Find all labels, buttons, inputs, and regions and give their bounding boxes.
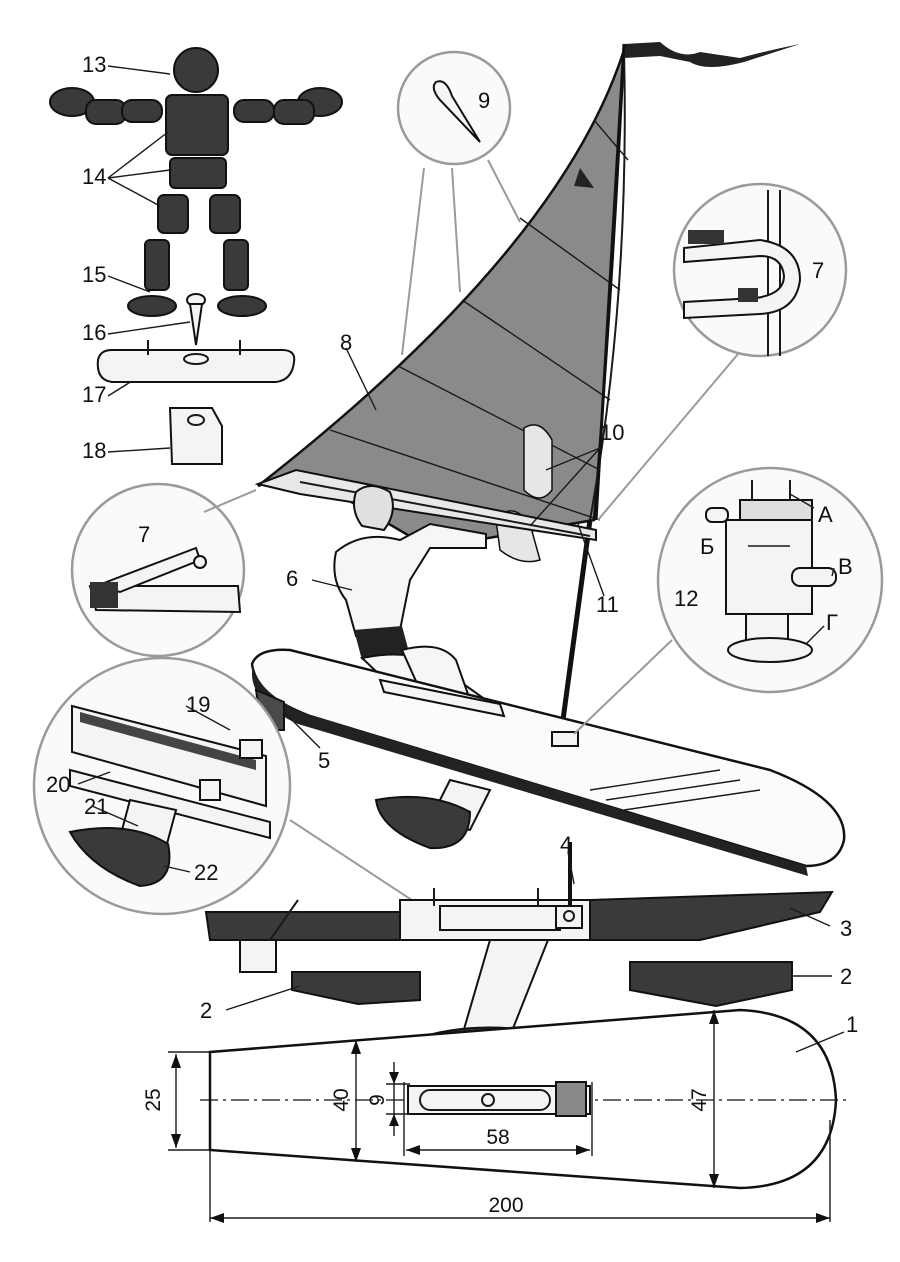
leader-lines-figure: [107, 65, 191, 453]
dim-total-length: 200: [488, 1194, 523, 1217]
callout-boom-end: [70, 482, 257, 658]
label-22: 22: [194, 860, 218, 885]
label-13: 13: [82, 52, 106, 77]
callout-mast-step: [573, 466, 884, 735]
label-8: 8: [340, 330, 352, 355]
label-19: 19: [186, 692, 210, 717]
label-1: 1: [846, 1012, 858, 1037]
label-b: Б: [700, 534, 714, 559]
label-17: 17: [82, 382, 106, 407]
figure-doll: [49, 47, 343, 317]
board-side-view: [204, 842, 834, 1058]
callout-boom-clamp: [597, 182, 848, 521]
label-15: 15: [82, 262, 106, 287]
label-5: 5: [318, 748, 330, 773]
label-7-left: 7: [138, 522, 150, 547]
sail: [257, 42, 800, 743]
label-21: 21: [84, 794, 108, 819]
label-v: В: [838, 554, 853, 579]
board-perspective: [250, 648, 846, 876]
stand-block: [168, 407, 223, 465]
callout-centerboard: [32, 656, 431, 916]
label-2-right: 2: [840, 964, 852, 989]
callout-batten: [396, 50, 521, 356]
label-16: 16: [82, 320, 106, 345]
dim-slot-width: 9: [366, 1094, 389, 1106]
part-labels: 13 14 15 16 17 18 9 8 7 10 7 6 11 12 А Б…: [46, 52, 858, 1037]
label-4: 4: [560, 832, 572, 857]
dim-stern-width: 25: [142, 1088, 165, 1111]
dim-mid-width: 40: [330, 1088, 353, 1111]
label-12: 12: [674, 586, 698, 611]
dimension-lines: [171, 1010, 830, 1223]
label-20: 20: [46, 772, 70, 797]
label-3: 3: [840, 916, 852, 941]
leader-lines: [77, 347, 845, 1053]
dimension-labels: 25 40 9 47 58 200: [142, 1088, 711, 1217]
label-18: 18: [82, 438, 106, 463]
pin-screw: [186, 293, 206, 346]
label-a: А: [818, 502, 833, 527]
boom: [254, 468, 597, 542]
label-g: Г: [826, 610, 838, 635]
label-7-right: 7: [812, 258, 824, 283]
label-6: 6: [286, 566, 298, 591]
label-14: 14: [82, 164, 106, 189]
dim-max-width: 47: [688, 1088, 711, 1111]
label-10: 10: [600, 420, 624, 445]
dim-slot-length: 58: [486, 1126, 509, 1149]
stand-base: [96, 340, 296, 383]
label-9: 9: [478, 88, 490, 113]
label-2-left: 2: [200, 998, 212, 1023]
label-11: 11: [596, 592, 619, 617]
board-plan-view: [168, 1008, 850, 1222]
